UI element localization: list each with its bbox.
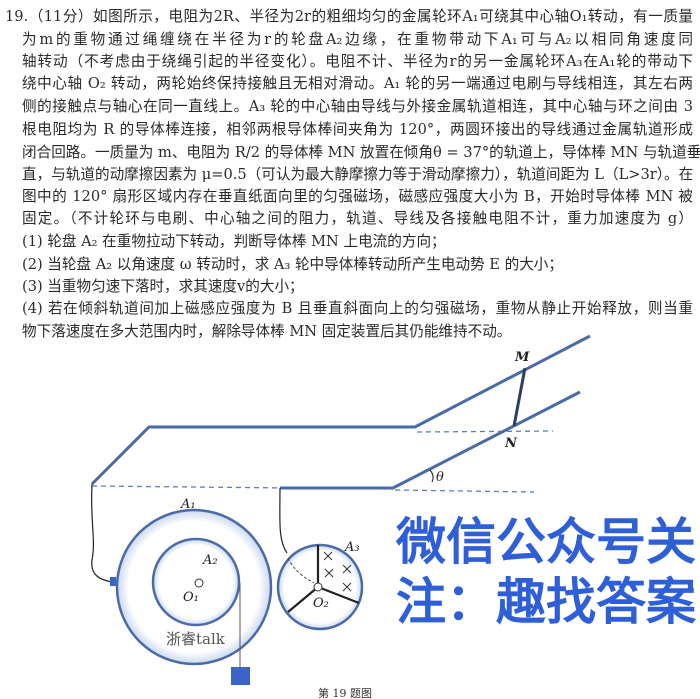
- weight[interactable]: [231, 667, 250, 685]
- problem-line: 固定。（不计轮环与电刷、中心轴之间的阻力，轨道、导线及各接触电阻不计，重力加速度…: [22, 210, 693, 227]
- problem-line: 轴转动（不考虑由于绕绳引起的半径变化）。电阻不计、半径为r的另一金属轮环A₃在A…: [22, 53, 693, 70]
- label-O2: O₂: [313, 596, 329, 611]
- problem-line: 侧的接触点与轴心在同一直线上。A₃ 轮的中心轴由导线与外接金属轨道相连，其中心轴…: [22, 98, 693, 115]
- problem-line: 绕中心轴 O₂ 转动，两轮始终保持接触且无相对滑动。A₁ 轮的另一端通过电刷与导…: [22, 75, 693, 92]
- question-4-cont: 物下落速度在多大范围内时，解除导体棒 MN 固定装置后其仍能维持不动。: [22, 323, 512, 340]
- brush: [110, 577, 116, 586]
- dashed-horizontal-upper: [416, 430, 554, 433]
- watermark-banner: 微信公众号关注：趣找答案: [395, 512, 697, 632]
- question-1: (1) 轮盘 A₂ 在重物拉动下转动，判断导体棒 MN 上电流的方向；: [22, 233, 446, 250]
- label-A2: A₂: [202, 553, 218, 568]
- problem-line: 直，与轨道的动摩擦因素为 μ=0.5（可认为最大静摩擦力等于滑动摩擦力），轨道间…: [22, 166, 694, 183]
- figure-caption: 第 19 题图: [318, 686, 372, 699]
- question-3: (3) 当重物匀速下落时，求其速度v的大小；: [22, 278, 304, 295]
- problem-line: 图中的 120° 扇形区域内存在垂直纸面向里的匀强磁场，磁感应强度大小为 B，开…: [22, 188, 693, 205]
- problem-line: 19.（11分）如图所示，电阻为2R、半径为2r的粗细均匀的金属轮环A₁可绕其中…: [5, 8, 693, 25]
- problem-line: 闭合回路。一质量为 m、电阻为 R/2 的导体棒 MN 放置在倾角θ = 37°…: [22, 144, 700, 161]
- problem-line: 根电阻均为 R 的导体棒连接，相邻两根导体棒间夹角为 120°，两圆环接出的导线…: [22, 121, 693, 138]
- question-2: (2) 当轮盘 A₂ 以角速度 ω 转动时，求 A₃ 轮中导体棒转动所产生电动势…: [22, 256, 563, 273]
- label-A3: A₃: [344, 540, 360, 555]
- magnetic-field-crosses: [323, 551, 352, 592]
- label-M: M: [514, 350, 530, 365]
- dashed-horizontal-lower: [394, 489, 535, 493]
- angle-arc: [429, 469, 434, 483]
- axis-O2: [313, 582, 323, 592]
- label-theta: θ: [436, 470, 444, 485]
- label-A1: A₁: [180, 497, 196, 512]
- label-O1: O₁: [183, 590, 199, 605]
- axis-O1: [194, 578, 204, 588]
- wire-left: [91, 483, 113, 583]
- upper-rail: [90, 334, 591, 486]
- rod-2: [287, 586, 319, 613]
- wire-right: [279, 487, 288, 554]
- conductor-rod-MN: [512, 367, 527, 427]
- problem-line: 为m的重物通过绳缠绕在半径为r的轮盘A₂边缘，在重物带动下A₁可与A₂以相同角速…: [22, 31, 693, 48]
- question-4: (4) 若在倾斜轨道间加上磁感应强度为 B 且垂直斜面向上的匀强磁场，重物从静止…: [22, 300, 693, 317]
- rod-3: [317, 585, 360, 605]
- lower-rail: [280, 390, 581, 490]
- label-N: N: [504, 436, 518, 451]
- figure-watermark: 浙睿talk: [166, 630, 226, 648]
- dashed-wire-A3: [287, 557, 315, 584]
